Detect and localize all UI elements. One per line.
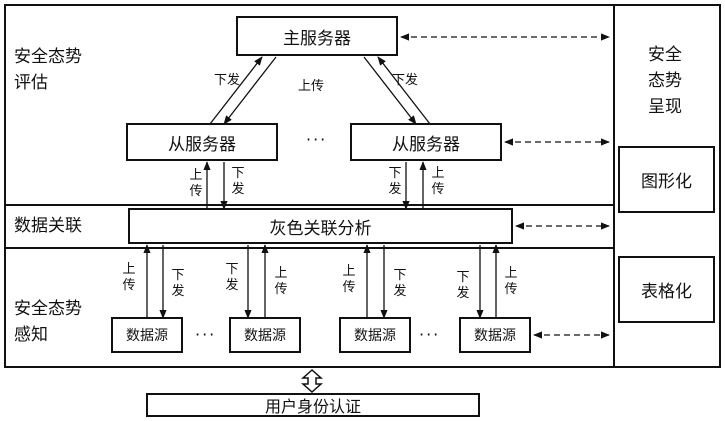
label-ds2-up: 上传 <box>274 266 288 297</box>
slave-server-box-left <box>126 123 278 161</box>
table-box <box>618 256 715 323</box>
layer-label-association: 数据关联 <box>14 216 82 236</box>
label-left-slave-down: 下发 <box>231 166 245 197</box>
presentation-title: 安全 态势 呈现 <box>648 45 682 117</box>
slave-server-label-left: 从服务器 <box>168 134 236 155</box>
label-ds3-down: 下发 <box>393 268 407 299</box>
label-right-slave-down: 下发 <box>388 166 402 197</box>
analysis-label: 灰色关联分析 <box>269 218 372 239</box>
arrow-down-left <box>209 56 263 125</box>
main-server-box <box>236 16 398 56</box>
main-server-label: 主服务器 <box>283 28 351 49</box>
data-source-box-3 <box>339 317 411 353</box>
label-ds3-up: 上传 <box>342 264 356 295</box>
label-ds2-down: 下发 <box>225 262 239 293</box>
data-source-box-2 <box>229 317 301 353</box>
auth-label: 用户身份认证 <box>264 397 361 416</box>
ellipsis-ds-2: ··· <box>419 325 441 344</box>
table-label: 表格化 <box>641 282 692 302</box>
arrow-up-left <box>223 56 277 125</box>
layer-label-perception: 安全态势 感知 <box>14 299 82 345</box>
label-ds1-up: 上传 <box>122 262 136 293</box>
slave-server-box-right <box>350 123 502 161</box>
label-left-slave-up: 上传 <box>189 168 203 199</box>
auth-box <box>146 393 480 417</box>
data-source-label-1: 数据源 <box>126 328 168 344</box>
ellipsis-servers: ··· <box>306 130 328 149</box>
label-ds4-up: 上传 <box>504 266 518 297</box>
analysis-box <box>128 208 513 244</box>
arrow-down-right <box>363 56 417 125</box>
data-source-box-4 <box>459 317 531 353</box>
label-ds4-down: 下发 <box>456 270 470 301</box>
data-source-label-2: 数据源 <box>244 328 286 344</box>
ellipsis-ds-1: ··· <box>195 325 217 344</box>
label-down-right: 下发 <box>392 73 419 88</box>
label-ds1-down: 下发 <box>171 268 185 299</box>
label-right-slave-up: 上传 <box>431 166 445 197</box>
slave-server-label-right: 从服务器 <box>392 134 460 155</box>
data-source-label-4: 数据源 <box>474 328 516 344</box>
layer-label-evaluation: 安全态势 评估 <box>14 47 82 93</box>
outer-frame <box>4 4 721 368</box>
data-source-label-3: 数据源 <box>354 328 396 344</box>
label-down-left: 下发 <box>214 73 241 88</box>
arrow-up-right <box>377 56 431 125</box>
auth-double-arrow <box>301 368 323 394</box>
data-source-box-1 <box>111 317 183 353</box>
graphic-box <box>618 146 715 213</box>
label-up-center: 上传 <box>298 79 325 94</box>
graphic-label: 图形化 <box>641 172 692 192</box>
